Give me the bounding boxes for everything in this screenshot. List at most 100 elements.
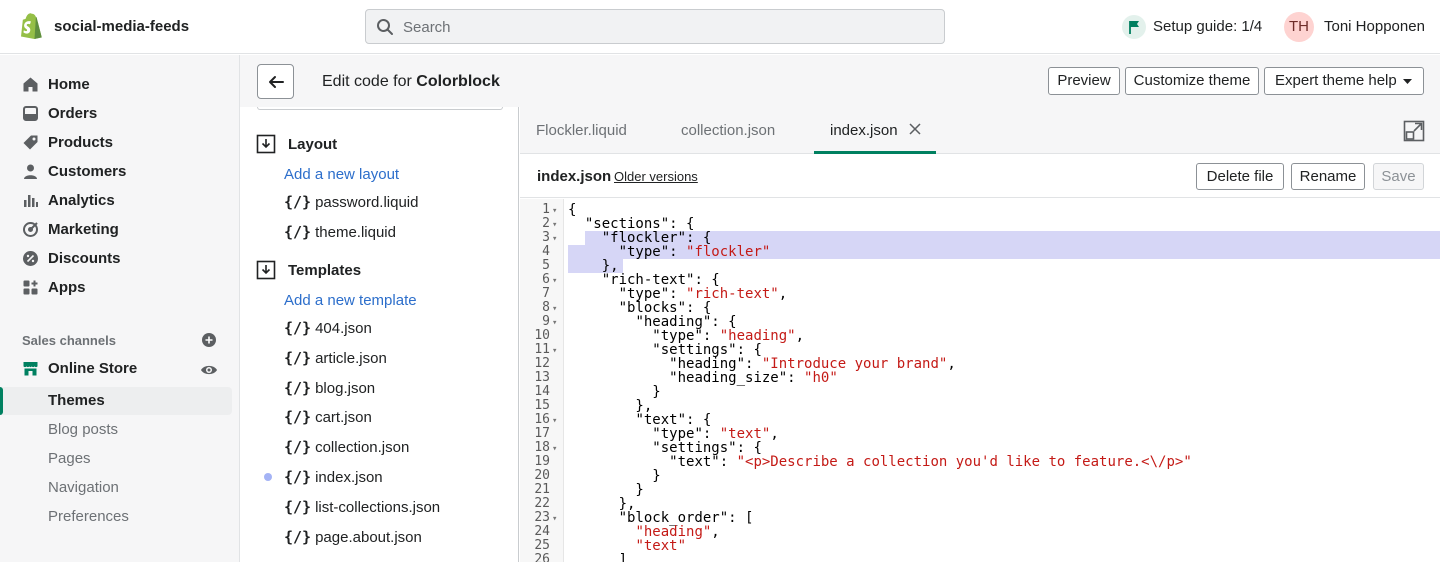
fold-toggle-icon[interactable]: ▾ (552, 206, 558, 216)
store-name[interactable]: social-media-feeds (54, 18, 190, 35)
folder-templates[interactable]: Templates (288, 262, 362, 279)
code-file-icon: {/} (284, 438, 312, 456)
fold-toggle-icon[interactable]: ▾ (552, 220, 558, 230)
save-button[interactable]: Save (1373, 163, 1424, 190)
code-line[interactable]: 16▾ "text": { (520, 412, 1440, 428)
fold-toggle-icon[interactable]: ▾ (552, 444, 558, 454)
sidebar-item-customers[interactable]: Customers (0, 157, 240, 186)
code-line[interactable]: 7 "type": "rich-text", (520, 287, 1440, 302)
sidebar-item-home[interactable]: Home (0, 70, 240, 99)
sidebar-item-label: Products (48, 134, 114, 151)
older-versions-link[interactable]: Older versions (614, 169, 698, 184)
file-page-about-json[interactable]: {/}page.about.json (284, 528, 422, 550)
search-bar[interactable]: Search (365, 9, 945, 44)
file-blog-json[interactable]: {/}blog.json (284, 379, 375, 401)
line-number: 17 (534, 426, 550, 441)
sidebar-item-navigation[interactable]: Navigation (0, 474, 232, 502)
code-text: "type": "flockler" (618, 244, 771, 260)
code-line[interactable]: 1▾{ (520, 203, 1440, 218)
tab-index-json[interactable]: index.json (830, 122, 898, 139)
delete-file-button[interactable]: Delete file (1196, 163, 1284, 190)
tab-flockler-liquid[interactable]: Flockler.liquid (536, 122, 627, 139)
code-line[interactable]: 24 "heading", (520, 525, 1440, 540)
code-line[interactable]: 14 } (520, 384, 1440, 400)
fold-toggle-icon[interactable]: ▾ (552, 304, 558, 314)
folder-download-icon[interactable] (256, 134, 276, 154)
file-list-collections-json[interactable]: {/}list-collections.json (284, 498, 440, 520)
fold-toggle-icon[interactable]: ▾ (552, 514, 558, 524)
fold-toggle-icon[interactable]: ▾ (552, 346, 558, 356)
code-line[interactable]: 2▾ "sections": { (520, 217, 1440, 232)
file-cart-json[interactable]: {/}cart.json (284, 408, 372, 430)
code-text: ] (568, 552, 628, 562)
code-line[interactable]: 19 "text": "<p>Describe a collection you… (520, 455, 1440, 470)
folder-layout[interactable]: Layout (288, 136, 338, 153)
code-line[interactable]: 25 "text" (520, 539, 1440, 554)
sidebar-item-preferences[interactable]: Preferences (0, 503, 232, 531)
code-line[interactable]: 15 }, (520, 399, 1440, 414)
sidebar-item-blog-posts[interactable]: Blog posts (0, 416, 232, 444)
add-template-link[interactable]: Add a new template (284, 292, 417, 309)
code-line[interactable]: 12 "heading": "Introduce your brand", (520, 357, 1440, 372)
file-password-liquid[interactable]: {/}password.liquid (284, 193, 418, 215)
folder-download-icon[interactable] (256, 260, 276, 280)
tab-collection-json[interactable]: collection.json (681, 122, 776, 139)
code-editor[interactable]: 1▾{2▾ "sections": {3▾ "flockler": {4 "ty… (520, 199, 1440, 562)
sidebar-item-online-store[interactable]: Online Store (0, 354, 240, 383)
fold-toggle-icon[interactable]: ▾ (552, 234, 558, 244)
sidebar-item-marketing[interactable]: Marketing (0, 215, 240, 244)
add-layout-link[interactable]: Add a new layout (284, 166, 400, 183)
code-line[interactable]: 8▾ "blocks": { (520, 301, 1440, 316)
code-line[interactable]: 18▾ "settings": { (520, 441, 1440, 456)
code-line[interactable]: 21 } (520, 482, 1440, 498)
sidebar-item-analytics[interactable]: Analytics (0, 186, 240, 215)
code-line[interactable]: 9▾ "heading": { (520, 315, 1440, 330)
line-number: 14 (534, 384, 550, 399)
file-tree: Layout Add a new layout {/}password.liqu… (240, 107, 519, 562)
code-line[interactable]: 13 "heading_size": "h0" (520, 371, 1440, 386)
rename-button[interactable]: Rename (1291, 163, 1365, 190)
sidebar-item-themes[interactable]: Themes (0, 387, 232, 415)
code-text: "settings": { (652, 342, 762, 358)
avatar[interactable]: TH (1284, 12, 1314, 42)
sidebar-item-apps[interactable]: Apps (0, 273, 240, 302)
code-line[interactable]: 11▾ "settings": { (520, 342, 1440, 358)
file-404-json[interactable]: {/}404.json (284, 319, 372, 341)
line-number: 21 (534, 482, 550, 497)
code-line[interactable]: 6▾ "rich-text": { (520, 273, 1440, 288)
fold-toggle-icon[interactable]: ▾ (552, 276, 558, 286)
fold-toggle-icon[interactable]: ▾ (552, 318, 558, 328)
code-line[interactable]: 5 }, (520, 259, 1440, 273)
code-line[interactable]: 20 } (520, 469, 1440, 484)
expert-theme-help-button[interactable]: Expert theme help (1264, 67, 1424, 95)
code-line[interactable]: 22 }, (520, 497, 1440, 512)
user-name[interactable]: Toni Hopponen (1324, 18, 1425, 35)
customize-theme-button[interactable]: Customize theme (1125, 67, 1259, 95)
line-number: 16 (534, 412, 550, 427)
code-line[interactable]: 26 ] (520, 553, 1440, 562)
code-file-icon: {/} (284, 223, 312, 241)
shopify-logo-icon[interactable] (19, 12, 43, 39)
expand-icon[interactable] (1403, 120, 1425, 142)
code-line[interactable]: 4 "type": "flockler" (520, 245, 1440, 259)
file-index-json[interactable]: {/}index.json (284, 468, 383, 490)
file-label: 404.json (315, 320, 372, 337)
eye-icon[interactable] (200, 362, 218, 378)
setup-guide-label: Setup guide: 1/4 (1153, 18, 1263, 35)
preview-button[interactable]: Preview (1048, 67, 1120, 95)
close-icon[interactable] (908, 122, 922, 136)
fold-toggle-icon[interactable]: ▾ (552, 416, 558, 426)
sidebar-item-discounts[interactable]: Discounts (0, 244, 240, 273)
code-line[interactable]: 10 "type": "heading", (520, 329, 1440, 344)
add-sales-channel-icon[interactable] (201, 332, 217, 348)
code-line[interactable]: 17 "type": "text", (520, 426, 1440, 442)
code-line[interactable]: 23▾ "block_order": [ (520, 511, 1440, 526)
sidebar-item-pages[interactable]: Pages (0, 445, 232, 473)
back-button[interactable] (257, 64, 294, 99)
sidebar-item-orders[interactable]: Orders (0, 99, 240, 128)
sidebar-item-products[interactable]: Products (0, 128, 240, 157)
code-line[interactable]: 3▾ "flockler": { (520, 231, 1440, 245)
file-article-json[interactable]: {/}article.json (284, 349, 387, 371)
file-collection-json[interactable]: {/}collection.json (284, 438, 409, 460)
file-theme-liquid[interactable]: {/}theme.liquid (284, 223, 396, 245)
